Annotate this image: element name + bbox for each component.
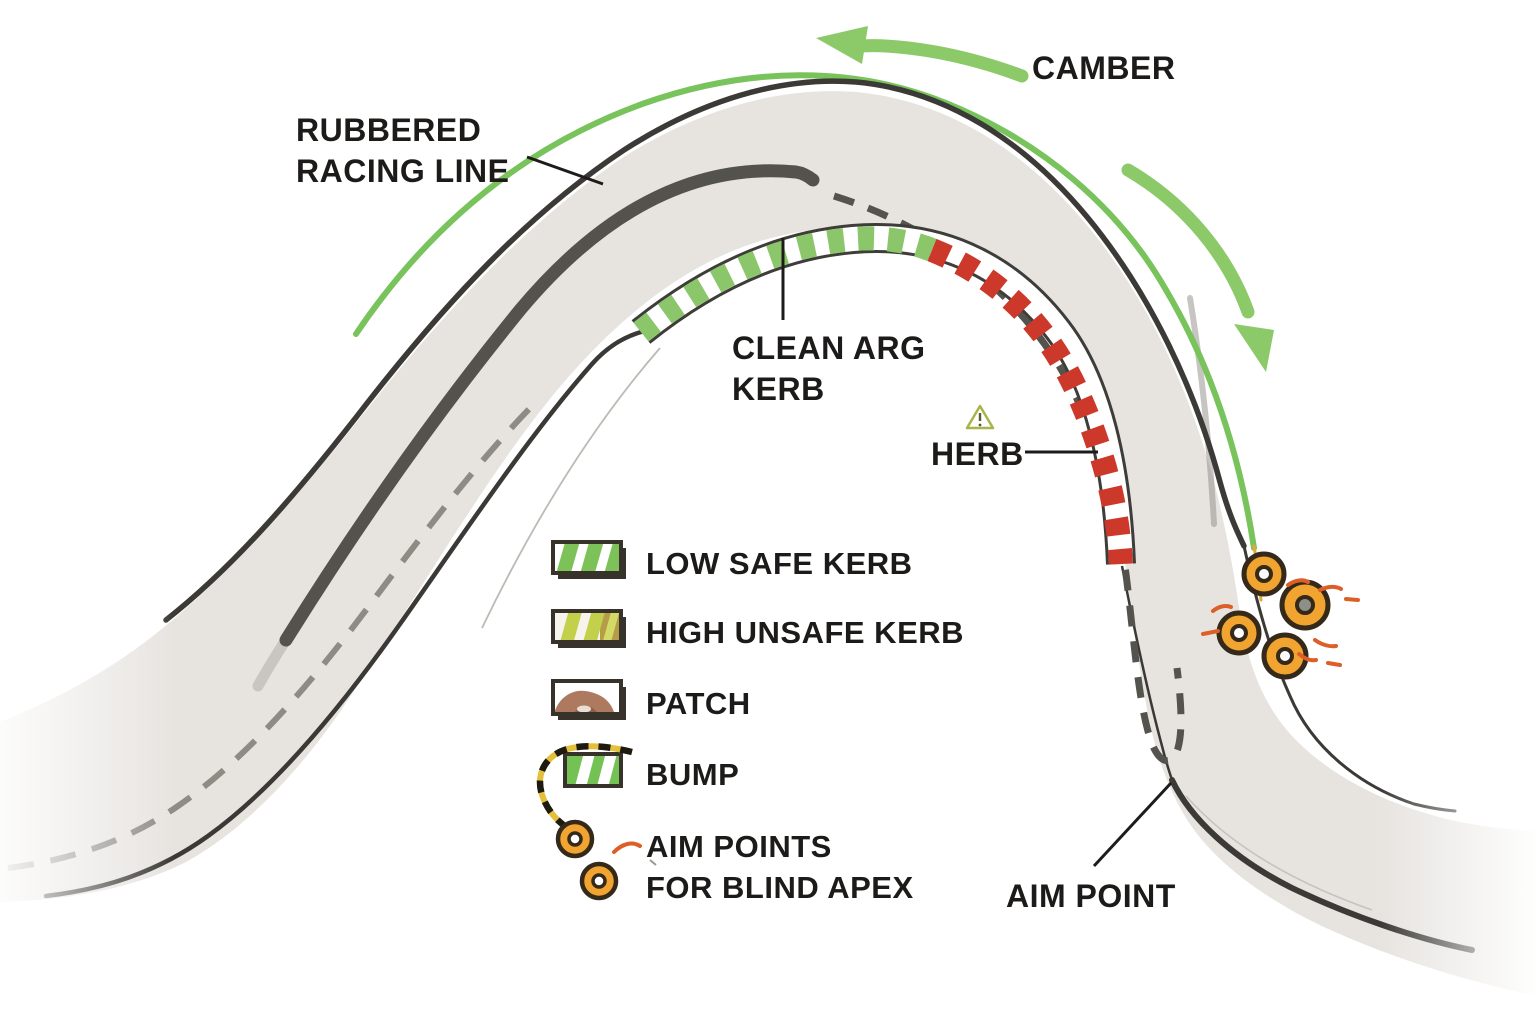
fade-bottom-left: [0, 590, 175, 930]
label-clean-kerb-line2: KERB: [732, 371, 825, 407]
aim-point-marker-hole: [1276, 647, 1294, 665]
label-camber: CAMBER: [1032, 50, 1176, 86]
leader-aim-point: [1092, 781, 1173, 868]
rubbered-racing-line: [279, 164, 820, 647]
camber-arrow-right: [1121, 163, 1274, 372]
legend-aim-point-markers: [555, 819, 657, 901]
surface-streak-right: [1187, 295, 1217, 527]
aim-point-marker-hole: [1255, 565, 1273, 583]
surface-hairline-left: [481, 347, 661, 629]
aim-point-markers: [1216, 551, 1331, 680]
racing-line-dashed-right: [832, 192, 1185, 764]
aim-point-marker-hole: [1295, 595, 1315, 615]
legend-swatch-low-safe-kerb: [551, 540, 626, 579]
camber-arrow-top: [816, 26, 1029, 83]
warning-triangle-icon: [965, 404, 995, 430]
legend-label-aim-points: AIM POINTS FOR BLIND APEX: [646, 826, 914, 908]
legend-swatch-patch: [551, 679, 626, 720]
legend-swatch-bump: [536, 743, 633, 831]
kerb-red-stripes: [927, 238, 1133, 565]
legend-label-low-safe-kerb: LOW SAFE KERB: [646, 546, 913, 581]
label-aim-point: AIM POINT: [1006, 878, 1176, 914]
legend-label-aim-points-line1: AIM POINTS: [646, 829, 832, 864]
legend-swatch-high-unsafe-kerb: [551, 609, 626, 648]
label-rubbered-line2: RACING LINE: [296, 153, 510, 189]
orange-scuff-marks: [1201, 578, 1360, 667]
label-kerb-right: HERB: [931, 436, 1024, 472]
surface-hairline-bend: [1185, 795, 1373, 911]
kerb-green-stripes: [633, 226, 937, 342]
label-rubbered-line1: RUBBERED: [296, 112, 482, 148]
track-outer-edge-line: [163, 78, 1247, 623]
label-clean-kerb-line1: CLEAN ARG: [732, 330, 926, 366]
legend-label-patch: PATCH: [646, 686, 751, 721]
legend-label-bump: BUMP: [646, 757, 740, 792]
legend-label-aim-points-line2: FOR BLIND APEX: [646, 870, 914, 905]
aim-point-marker-hole: [1230, 624, 1248, 642]
legend-label-high-unsafe-kerb: HIGH UNSAFE KERB: [646, 615, 965, 650]
leader-rubbered-racing-line: [526, 155, 604, 186]
bump-warning-tape: [537, 743, 633, 831]
label-rubbered-racing-line: RUBBERED RACING LINE: [296, 110, 510, 192]
label-clean-kerb: CLEAN ARG KERB: [732, 328, 926, 410]
apex-kerb: [631, 223, 1136, 565]
fade-bottom-right: [1380, 540, 1536, 1024]
